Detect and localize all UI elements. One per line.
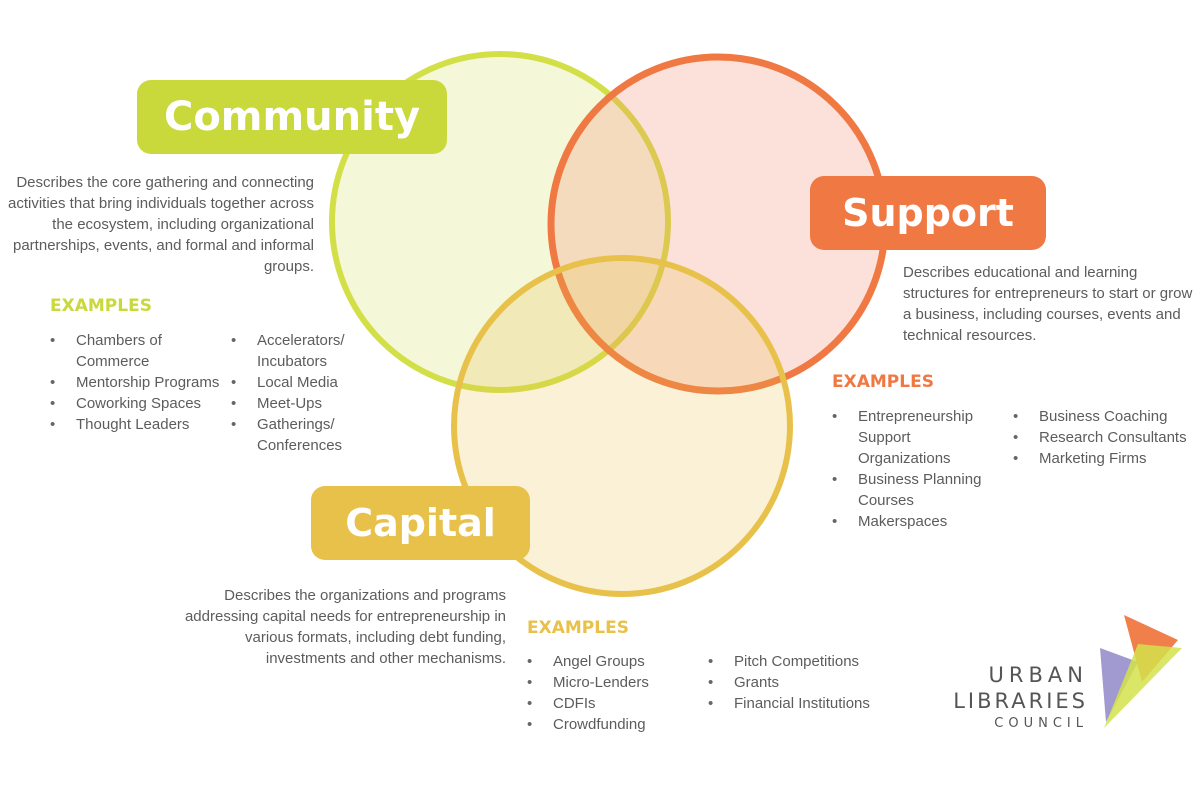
list-item: Marketing Firms [1013, 448, 1193, 469]
community-title: Community [163, 94, 421, 140]
support-description: Describes educational and learning struc… [903, 264, 1193, 344]
list-item: Business Coaching [1013, 406, 1193, 427]
list-item: Local Media [231, 372, 371, 393]
list-item: Entrepreneurship Support Organizations [832, 406, 1002, 469]
urban-libraries-council-logo-text: URBAN LIBRARIES COUNCIL [912, 662, 1088, 734]
support-examples-list-1: Entrepreneurship Support Organizations B… [832, 406, 1002, 532]
list-item: Research Consultants [1013, 427, 1193, 448]
list-item: Gatherings/ Conferences [231, 414, 371, 456]
capital-circle [451, 255, 793, 597]
list-item: Micro-Lenders [527, 672, 697, 693]
list-item: Chambers of Commerce [50, 330, 220, 372]
logo-line-council: COUNCIL [994, 716, 1088, 731]
list-item: Meet-Ups [231, 393, 371, 414]
list-item: Financial Institutions [708, 693, 888, 714]
logo-line-urban: URBAN [988, 663, 1088, 687]
community-title-pill: Community [137, 80, 447, 154]
urban-libraries-council-logo-icon [1100, 615, 1182, 728]
capital-title: Capital [345, 501, 496, 545]
list-item: CDFIs [527, 693, 697, 714]
capital-description: Describes the organizations and programs… [184, 587, 506, 667]
list-item: Mentorship Programs [50, 372, 220, 393]
logo-green-shape [1104, 644, 1182, 728]
list-item: Crowdfunding [527, 714, 697, 735]
support-title-pill: Support [810, 176, 1046, 250]
list-item: Makerspaces [832, 511, 1002, 532]
community-examples-heading: EXAMPLES [50, 296, 152, 316]
capital-title-pill: Capital [311, 486, 530, 560]
community-examples-list-2: Accelerators/ Incubators Local Media Mee… [231, 330, 371, 456]
logo-line-libraries: LIBRARIES [953, 689, 1088, 713]
capital-examples-heading: EXAMPLES [527, 618, 629, 638]
list-item: Accelerators/ Incubators [231, 330, 371, 372]
logo-purple-shape [1100, 648, 1138, 722]
list-item: Coworking Spaces [50, 393, 220, 414]
list-item: Business Planning Courses [832, 469, 1002, 511]
support-title: Support [842, 191, 1014, 235]
list-item: Grants [708, 672, 888, 693]
community-examples-list-1: Chambers of Commerce Mentorship Programs… [50, 330, 220, 435]
list-item: Thought Leaders [50, 414, 220, 435]
list-item: Pitch Competitions [708, 651, 888, 672]
capital-examples-list-1: Angel Groups Micro-Lenders CDFIs Crowdfu… [527, 651, 697, 735]
support-examples-list-2: Business Coaching Research Consultants M… [1013, 406, 1193, 469]
capital-examples-list-2: Pitch Competitions Grants Financial Inst… [708, 651, 888, 714]
support-examples-heading: EXAMPLES [832, 372, 934, 392]
community-description: Describes the core gathering and connect… [8, 174, 314, 275]
list-item: Angel Groups [527, 651, 697, 672]
